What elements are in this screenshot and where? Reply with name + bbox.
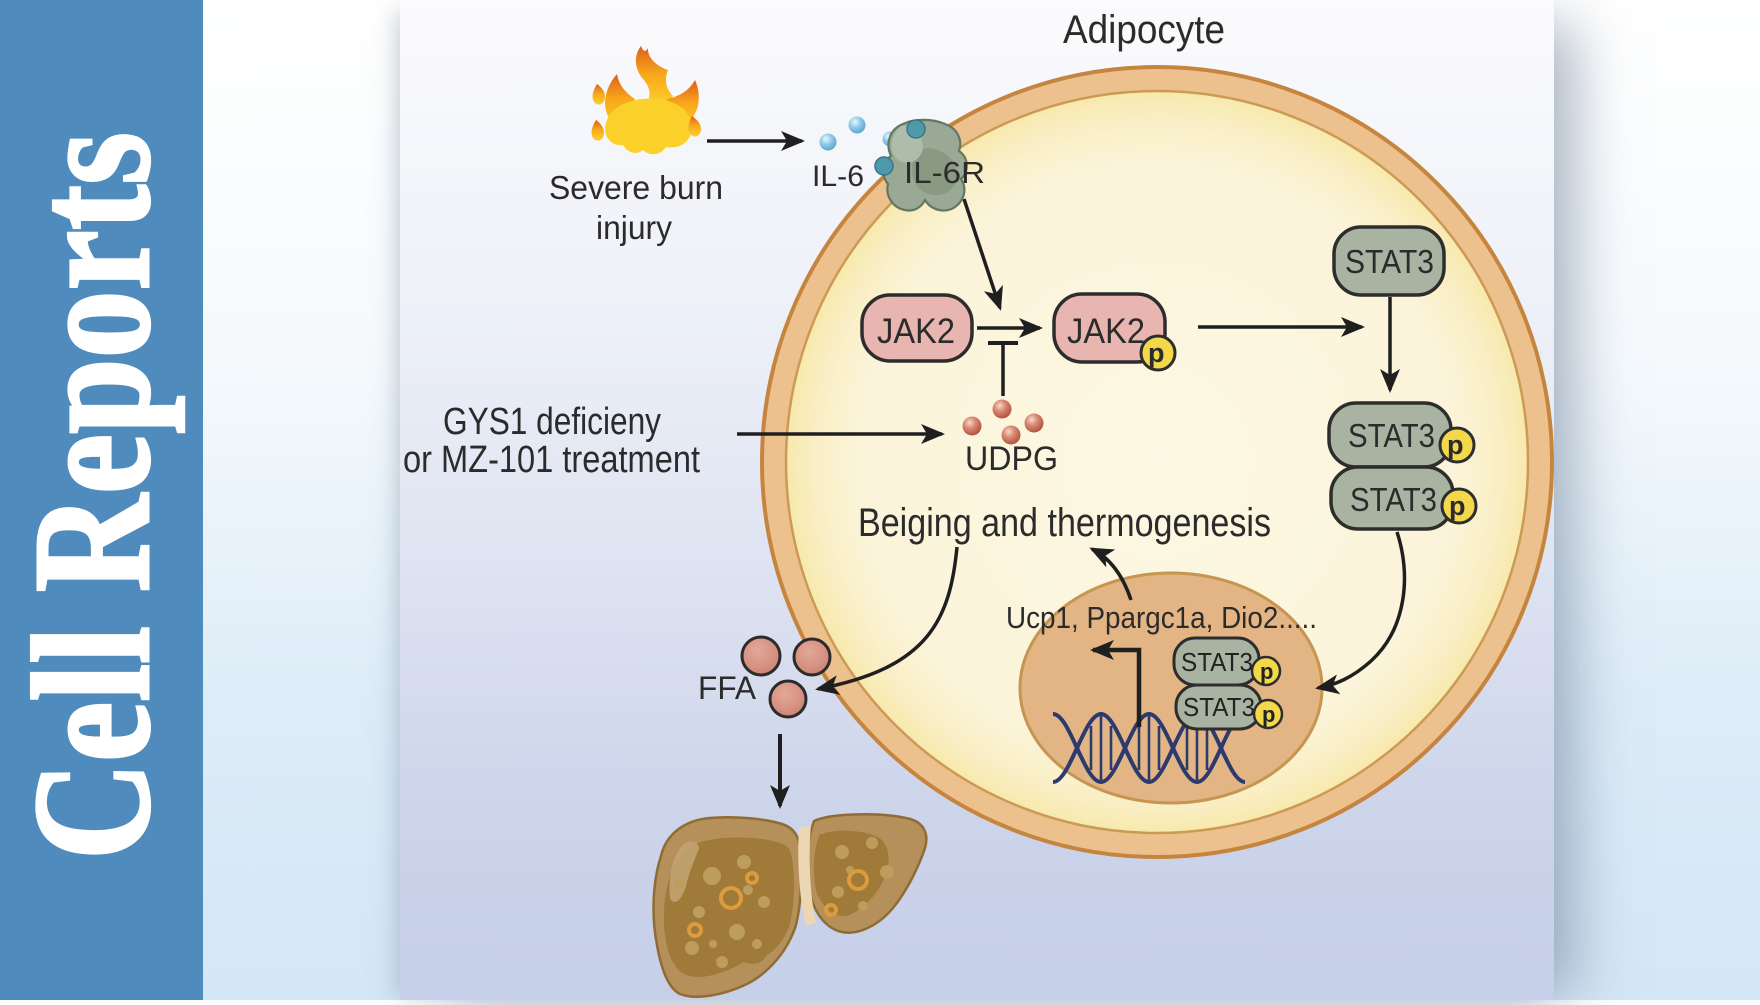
svg-text:JAK2: JAK2 (1067, 312, 1145, 351)
svg-text:Beiging and thermogenesis: Beiging and thermogenesis (858, 501, 1271, 545)
svg-text:UDPG: UDPG (965, 440, 1058, 478)
svg-text:STAT3: STAT3 (1348, 417, 1435, 454)
svg-text:STAT3: STAT3 (1183, 692, 1255, 722)
svg-text:p: p (1449, 491, 1466, 521)
svg-text:Cell Reports: Cell Reports (0, 132, 185, 860)
svg-text:FFA: FFA (698, 670, 757, 706)
svg-text:injury: injury (596, 209, 672, 246)
svg-text:STAT3: STAT3 (1181, 647, 1253, 677)
svg-text:STAT3: STAT3 (1345, 243, 1434, 280)
svg-text:GYS1 deficieny: GYS1 deficieny (443, 401, 661, 443)
svg-text:Adipocyte: Adipocyte (1063, 8, 1225, 52)
svg-text:Ucp1, Ppargc1a, Dio2.....: Ucp1, Ppargc1a, Dio2..... (1006, 600, 1317, 635)
svg-text:JAK2: JAK2 (877, 312, 955, 351)
svg-text:Severe burn: Severe burn (549, 169, 723, 206)
svg-text:p: p (1262, 702, 1275, 727)
svg-text:p: p (1148, 338, 1165, 368)
svg-text:IL-6: IL-6 (812, 160, 864, 193)
svg-text:IL-6R: IL-6R (904, 155, 985, 190)
svg-text:p: p (1260, 659, 1273, 684)
svg-text:STAT3: STAT3 (1350, 481, 1437, 518)
svg-text:or MZ-101 treatment: or MZ-101 treatment (403, 439, 700, 481)
svg-text:p: p (1447, 430, 1464, 460)
